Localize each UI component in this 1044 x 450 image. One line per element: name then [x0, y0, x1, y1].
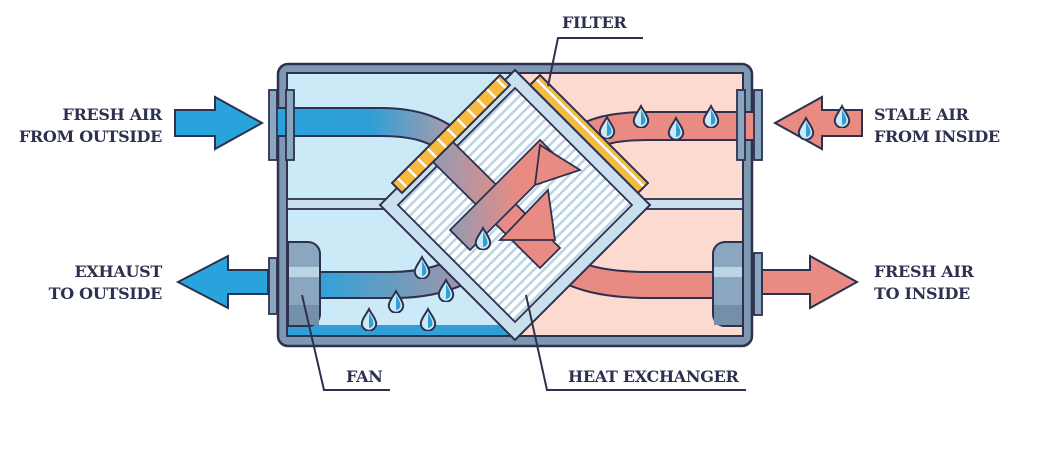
leader-lines: [301, 37, 746, 391]
label-exhaust-to-outside: EXHAUST TO OUTSIDE: [48, 261, 163, 305]
label-fan: FAN: [346, 367, 383, 386]
label-fresh-air-from-outside: FRESH AIR FROM OUTSIDE: [19, 104, 162, 148]
filter-leader: [547, 37, 643, 87]
filter: [390, 73, 650, 195]
label-fresh-air-to-inside: FRESH AIR TO INSIDE: [874, 261, 974, 305]
label-line: TO OUTSIDE: [48, 284, 163, 303]
duct-flange: [268, 89, 763, 316]
label-line: FRESH AIR: [874, 262, 974, 281]
label-stale-air-from-inside: STALE AIR FROM INSIDE: [874, 104, 1000, 148]
label-line: FROM INSIDE: [874, 127, 1000, 146]
fan-icon: [712, 241, 744, 327]
cross-flow-warm: [448, 138, 562, 252]
label-line: STALE AIR: [874, 105, 969, 124]
label-line: FRESH AIR: [62, 105, 162, 124]
fan-icon: [287, 241, 321, 327]
fan-leader: [301, 294, 390, 391]
label-heat-exchanger: HEAT EXCHANGER: [568, 367, 739, 386]
label-line: TO INSIDE: [874, 284, 970, 303]
heat-exchanger-leader: [525, 294, 746, 391]
label-filter: FILTER: [562, 13, 627, 32]
label-line: EXHAUST: [74, 262, 163, 281]
exhaust-to-outside-arrow-icon: [175, 254, 269, 310]
exchanger-arrow-icon: [533, 143, 583, 187]
fresh-air-from-outside-arrow-icon: [174, 95, 265, 151]
fresh-air-to-inside-arrow-icon: [761, 254, 860, 310]
exchanger-arrow-icon: [497, 188, 557, 241]
condensate-water: [288, 325, 511, 335]
label-line: FROM OUTSIDE: [18, 127, 162, 146]
